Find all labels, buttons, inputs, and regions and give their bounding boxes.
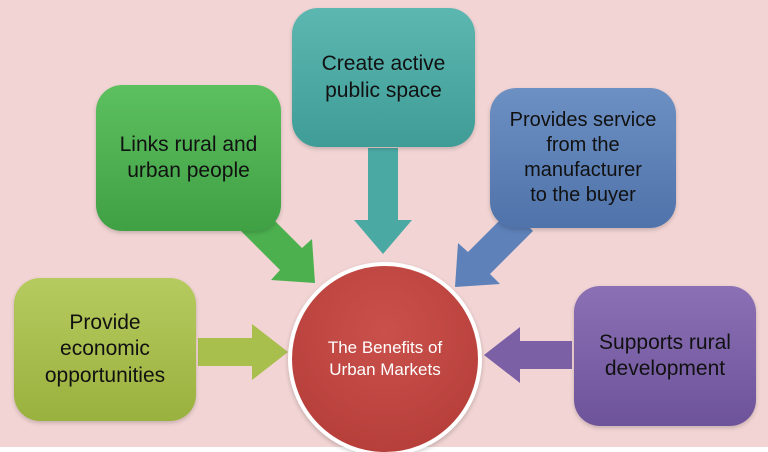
- node-label: Supports rural development: [599, 330, 731, 380]
- node-provide-economic-opportunities: Provide economic opportunities: [14, 278, 196, 421]
- node-label: Create active public space: [321, 52, 446, 102]
- node-create-active-public-space: Create active public space: [292, 8, 475, 147]
- node-label: Provides service from the manufacturer t…: [509, 109, 657, 206]
- node-provides-service-to-buyer: Provides service from the manufacturer t…: [490, 88, 676, 228]
- hub-label: The Benefits of Urban Markets: [327, 337, 443, 379]
- hub-benefits-of-urban-markets: The Benefits of Urban Markets: [288, 262, 482, 452]
- node-label: Links rural and urban people: [119, 132, 258, 182]
- node-supports-rural-development: Supports rural development: [574, 286, 756, 426]
- node-links-rural-and-urban-people: Links rural and urban people: [96, 85, 281, 231]
- node-label: Provide economic opportunities: [44, 311, 166, 387]
